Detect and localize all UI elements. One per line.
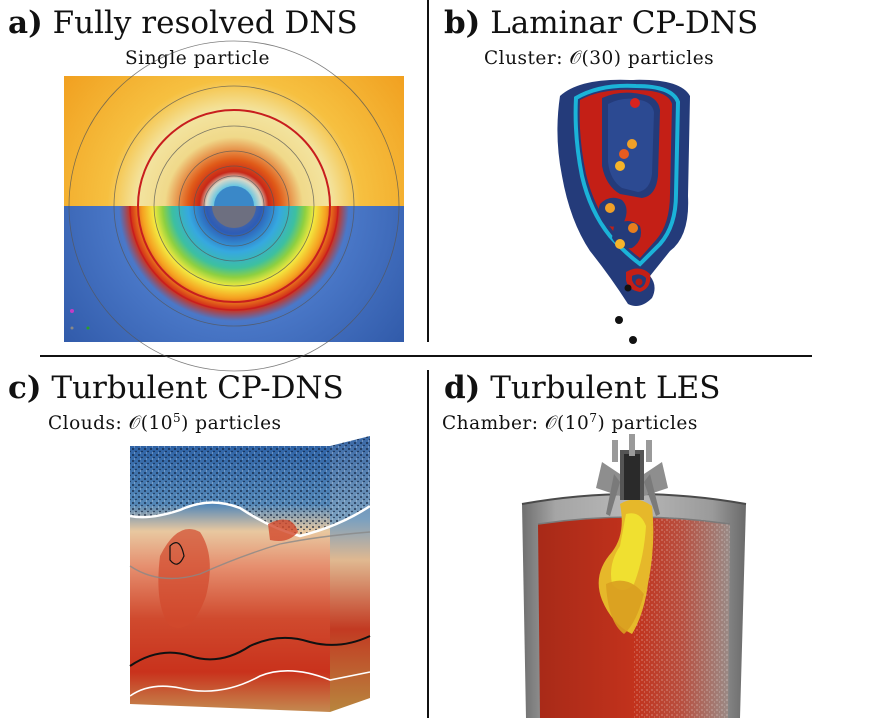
panel-d-subtitle-base: (10: [557, 413, 590, 435]
panel-b-tag: b): [444, 5, 481, 41]
panel-b-particle: [615, 239, 625, 249]
panel-b-cyan-band: [573, 83, 681, 267]
panel-a-contour: [153, 125, 315, 287]
panel-c-title-text: Turbulent CP-DNS: [51, 370, 344, 406]
panel-a-particle-upper: [214, 186, 254, 206]
panel-d-injector-pipe: [646, 440, 652, 462]
panel-c-isoline-white: [129, 501, 371, 538]
panel-a-contour: [203, 175, 265, 237]
panel-b-particle: [615, 161, 625, 171]
panel-b-particle: [630, 98, 640, 108]
panel-b-particle: [605, 203, 615, 213]
panel-b-particle: [628, 223, 638, 233]
panel-d-injector-strut: [606, 474, 620, 516]
panel-c-hot-pocket: [268, 519, 298, 541]
panel-c-title: c) Turbulent CP-DNS: [8, 373, 344, 404]
panel-b-order-symbol: 𝒪: [569, 48, 582, 69]
panel-b-particle: [624, 284, 632, 292]
panel-c-subtitle-base: (10: [140, 413, 173, 435]
panel-b-particle: [615, 316, 623, 324]
panel-a-contour: [193, 165, 275, 247]
panel-c-subtitle-exp: 5: [173, 411, 182, 425]
horizontal-divider: [40, 355, 812, 357]
panel-a-contour: [178, 150, 290, 262]
panel-a-contour: [68, 40, 400, 372]
panel-b-figure: [557, 79, 690, 344]
panel-b-particle: [627, 139, 637, 149]
panel-c-order-symbol: 𝒪: [128, 413, 141, 435]
panel-c-isoline-white: [129, 670, 371, 697]
panel-d-figure: [521, 434, 747, 718]
panel-c-isoline-black: [129, 635, 371, 667]
panel-a-particle-lower: [212, 206, 256, 228]
panel-b-subtitle-prefix: Cluster:: [484, 48, 570, 69]
panel-a-tag: a): [8, 5, 43, 41]
panel-a-upper-field: [64, 76, 404, 206]
panel-b-title: b) Laminar CP-DNS: [444, 8, 758, 39]
panel-d-flame: [606, 580, 644, 634]
panel-b-subtitle-count: (30): [581, 48, 622, 69]
panel-c-tag: c): [8, 370, 42, 406]
panel-a-axis-marker: [70, 326, 74, 330]
panel-d-subtitle-prefix: Chamber:: [442, 413, 545, 435]
panel-d-subtitle-close: ): [597, 413, 606, 435]
panel-b-particle: [619, 149, 629, 159]
panel-c-figure: [129, 436, 371, 712]
panel-a-axis-marker: [70, 309, 74, 313]
panel-a-contour: [113, 85, 355, 327]
panel-a-flame-ring: [137, 109, 331, 303]
panel-b-subtitle-suffix: particles: [621, 48, 715, 69]
panel-c-isoline-gray: [129, 531, 371, 580]
panel-d-title-text: Turbulent LES: [490, 370, 721, 406]
panel-a-title-text: Fully resolved DNS: [52, 5, 358, 41]
panel-c-particle-layer: [130, 436, 370, 536]
panel-c-subtitle-suffix: particles: [188, 413, 282, 435]
panel-a-lower-field: [64, 206, 404, 342]
panel-c-subtitle-close: ): [181, 413, 189, 435]
panel-a-flame-ring: [129, 206, 339, 311]
panel-d-subtitle-exp: 7: [589, 411, 598, 425]
panel-d-injector-pipe: [629, 434, 635, 456]
panel-c-isoline-black: [169, 542, 185, 565]
panel-a-subtitle: Single particle: [125, 48, 270, 69]
panel-d-subtitle-suffix: particles: [605, 413, 698, 435]
panel-d-subtitle: Chamber: 𝒪(107) particles: [442, 412, 698, 434]
panel-c-subtitle-prefix: Clouds:: [48, 413, 129, 435]
panel-c-subtitle: Clouds: 𝒪(105) particles: [48, 412, 282, 434]
panel-d-injector-strut: [644, 474, 660, 516]
panel-d-tag: d): [444, 370, 481, 406]
panel-b-subtitle: Cluster: 𝒪(30) particles: [484, 48, 715, 69]
panel-d-injector-pipe: [612, 440, 618, 462]
panel-a-axis-marker: [86, 326, 90, 330]
panel-d-title: d) Turbulent LES: [444, 373, 720, 404]
panel-b-particle: [629, 336, 637, 344]
panel-d-spray-particles: [634, 516, 730, 718]
panel-d-flame-core: [611, 513, 646, 590]
panel-b-particle: [635, 278, 643, 286]
panel-a-title: a) Fully resolved DNS: [8, 8, 358, 39]
panel-d-injector-core: [624, 454, 640, 500]
panel-a-figure: [64, 40, 404, 372]
vertical-divider-top: [427, 0, 429, 342]
vertical-divider-bottom: [427, 370, 429, 718]
panel-c-hot-pocket: [158, 529, 210, 628]
panel-d-order-symbol: 𝒪: [544, 413, 558, 435]
panel-b-title-text: Laminar CP-DNS: [490, 5, 759, 41]
